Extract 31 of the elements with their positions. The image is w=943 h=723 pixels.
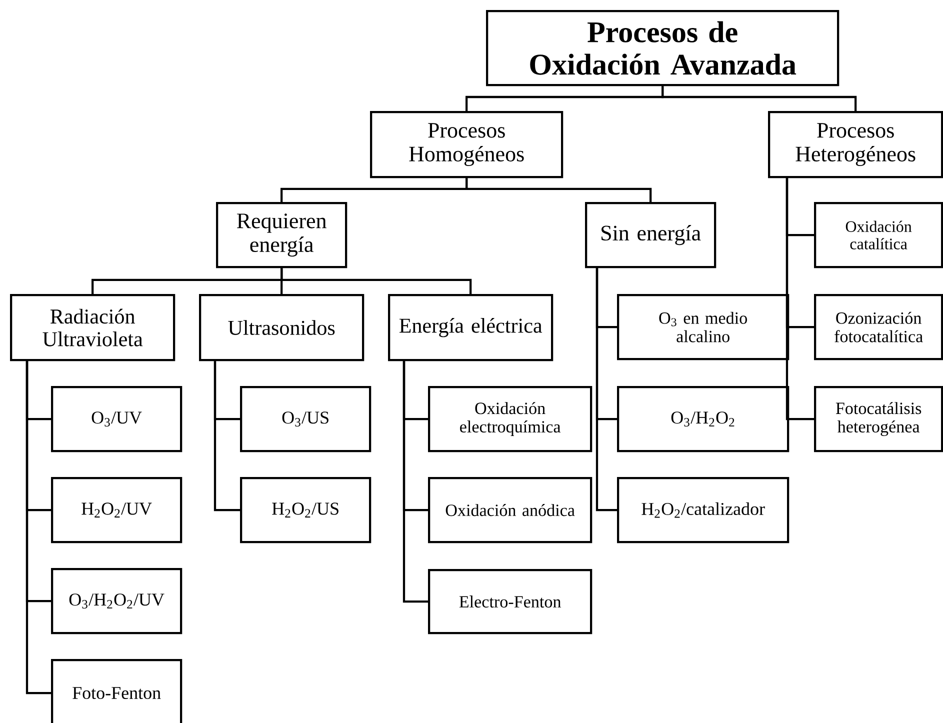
process-box: Oxidación catalítica: [814, 202, 943, 268]
process-box: Ozonización fotocatalítica: [814, 294, 943, 360]
category-box: Procesos Homogéneos: [370, 111, 564, 178]
category-box: Energía eléctrica: [388, 294, 554, 362]
connector-line: [402, 361, 428, 603]
process-box: H$_{2}$O$_{2}$/US: [240, 477, 372, 544]
title-box: Procesos de Oxidación Avanzada: [486, 10, 840, 86]
category-box: Procesos Heterogéneos: [768, 111, 943, 178]
process-box: H$_{2}$O$_{2}$/UV: [51, 477, 182, 544]
category-box: Requieren energía: [216, 202, 348, 268]
process-box: Fotocatálisis heterogénea: [814, 386, 943, 452]
process-box: Oxidación anódica: [428, 477, 592, 544]
connector-line: [786, 178, 814, 420]
connector-line: [26, 361, 51, 694]
connector-line: [280, 268, 472, 294]
connector-line: [466, 178, 652, 202]
process-box: Foto-Fenton: [51, 659, 182, 723]
process-box: O$_{3}$/H$_{2}$O$_{2}$: [617, 386, 790, 452]
process-box: Electro-Fenton: [428, 569, 592, 634]
connector-line: [596, 268, 617, 512]
process-box: O$_{3}$/H$_{2}$O$_{2}$/UV: [51, 568, 182, 634]
process-box: H$_{2}$O$_{2}$/catalizador: [617, 477, 790, 544]
process-box: O$_{3}$/US: [240, 386, 372, 452]
process-box: O$_{3}$ en medio alcalino: [617, 294, 790, 360]
process-box: Oxidación electroquímica: [428, 386, 592, 452]
category-box: Sin energía: [585, 202, 716, 268]
category-box: Radiación Ultravioleta: [10, 294, 176, 362]
connector-line: [214, 361, 240, 512]
category-box: Ultrasonidos: [199, 294, 364, 362]
connector-line: [662, 86, 857, 111]
process-box: O$_{3}$/UV: [51, 386, 182, 452]
